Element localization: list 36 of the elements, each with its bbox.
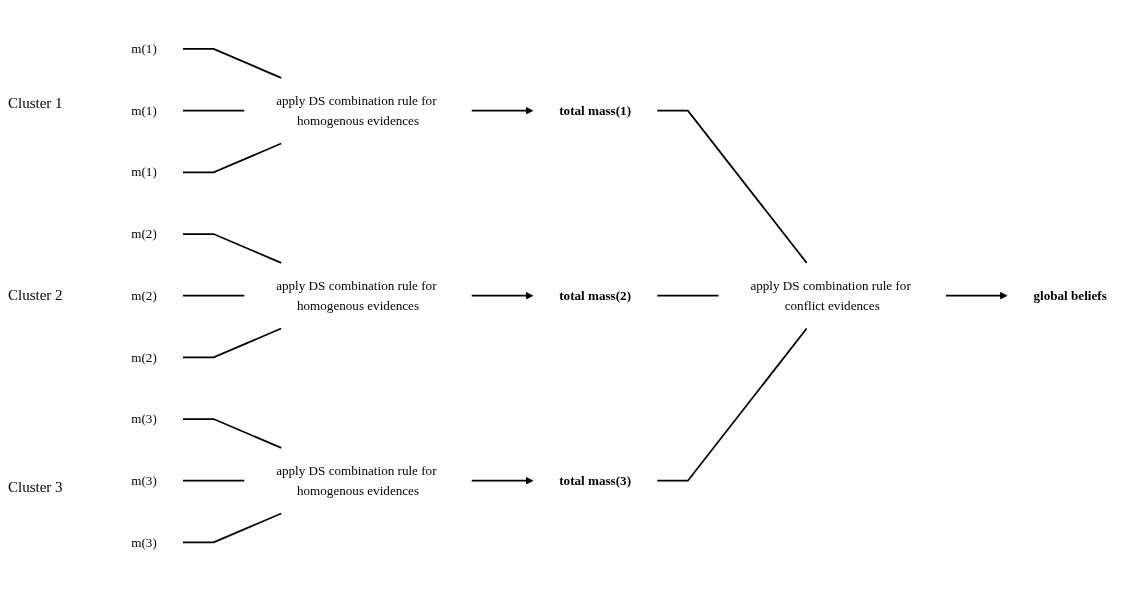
node-text: total mass(1): [559, 103, 632, 118]
node-text: m(2): [131, 349, 157, 364]
connector: [656, 294, 720, 297]
node-text: m(3): [131, 534, 157, 549]
connector: [182, 47, 283, 79]
node-text: m(1): [131, 164, 157, 179]
arrow: [945, 291, 1008, 300]
connector: [182, 232, 283, 264]
arrow: [470, 476, 534, 485]
node-text: apply DS combination rule for homogenous evidences: [276, 278, 437, 313]
connector: [182, 512, 283, 544]
connector: [656, 109, 808, 264]
node-text: apply DS combination rule for conflict evidences: [750, 278, 911, 313]
node-text: global beliefs: [1033, 288, 1107, 303]
node-text: total mass(3): [559, 473, 632, 488]
connector: [656, 327, 808, 482]
node-text: m(2): [131, 288, 157, 303]
node-text: m(1): [131, 103, 157, 118]
node-text: apply DS combination rule for homogenous evidences: [276, 93, 437, 128]
connector: [182, 327, 283, 359]
group-label: Cluster 1: [8, 95, 63, 113]
node-text: m(2): [131, 226, 157, 241]
node-text: total mass(2): [559, 288, 632, 303]
arrow: [470, 291, 534, 300]
connector: [182, 142, 283, 173]
connector: [182, 294, 246, 297]
connector: [182, 479, 246, 482]
node-text: m(3): [131, 411, 157, 426]
group-label: Cluster 2: [8, 287, 63, 304]
group-label: Cluster 3: [8, 478, 63, 496]
connector: [182, 109, 246, 112]
node-text: apply DS combination rule for homogenous evidences: [276, 463, 437, 498]
arrow: [470, 106, 534, 115]
node-text: m(1): [131, 41, 157, 56]
connector: [182, 417, 283, 449]
node-text: m(3): [131, 473, 157, 488]
